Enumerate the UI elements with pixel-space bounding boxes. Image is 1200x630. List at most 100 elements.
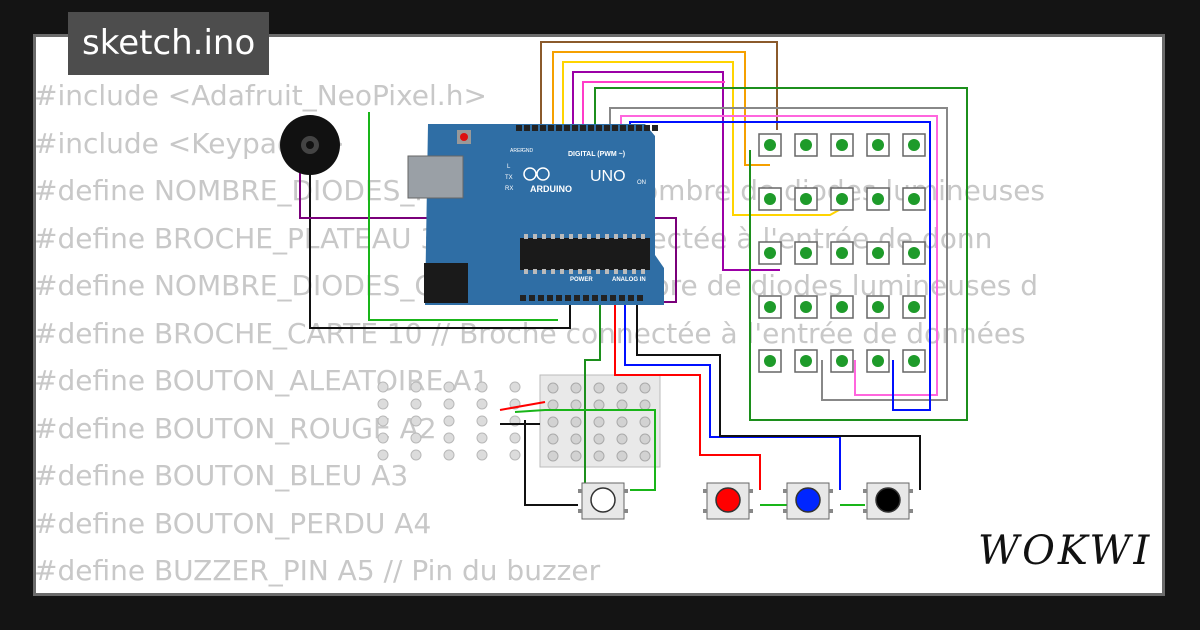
- digital-label: DIGITAL (PWM ~): [568, 151, 625, 158]
- chip-pin: [533, 269, 537, 274]
- reset-button-dot: [460, 133, 468, 141]
- keypad-key-dot: [908, 193, 920, 205]
- header-pin: [596, 125, 602, 131]
- wire: [624, 300, 841, 490]
- header-pin: [644, 125, 650, 131]
- chip-pin: [596, 234, 600, 239]
- led-pixel: [410, 415, 422, 427]
- wire: [368, 112, 558, 321]
- chip-pin: [542, 234, 546, 239]
- wire: [582, 81, 725, 130]
- led-pixel: [616, 450, 628, 462]
- keypad-key-dot: [908, 301, 920, 313]
- led-pixel: [547, 450, 559, 462]
- header-pin: [583, 295, 589, 301]
- keypad-key-dot: [908, 355, 920, 367]
- led-pixel: [476, 449, 488, 461]
- wire: [584, 300, 601, 500]
- header-pin: [610, 295, 616, 301]
- aref-label: AREF: [510, 148, 523, 154]
- button-leg: [749, 509, 753, 513]
- chip-pin: [641, 234, 645, 239]
- led-pixel: [639, 382, 651, 394]
- wire: [572, 71, 780, 271]
- led-pixel: [593, 450, 605, 462]
- led-pixel: [570, 450, 582, 462]
- keypad-key-dot: [836, 193, 848, 205]
- keypad-key-dot: [836, 355, 848, 367]
- header-pin: [628, 295, 634, 301]
- led-pixel: [616, 399, 628, 411]
- keypad-key-dot: [872, 247, 884, 259]
- header-pin: [628, 125, 634, 131]
- keypad-key-dot: [908, 247, 920, 259]
- button-leg: [909, 509, 913, 513]
- keypad-key-dot: [836, 139, 848, 151]
- header-pin: [580, 125, 586, 131]
- keypad-key-dot: [872, 355, 884, 367]
- code-line: #include <Adafruit_NeoPixel.h>: [34, 79, 487, 112]
- keypad-key-dot: [836, 301, 848, 313]
- code-line: #define BUZZER_PIN A5 // Pin du buzzer: [34, 554, 601, 587]
- header-pin: [620, 125, 626, 131]
- chip-pin: [551, 269, 555, 274]
- led-pixel: [639, 433, 651, 445]
- keypad-key-dot: [764, 193, 776, 205]
- led-pixel: [443, 449, 455, 461]
- chip-pin: [605, 269, 609, 274]
- led-pixel: [639, 450, 651, 462]
- white-button-cap: [590, 487, 616, 513]
- wire: [524, 420, 578, 506]
- keypad-key-dot: [764, 301, 776, 313]
- led-pixel: [570, 382, 582, 394]
- chip-pin: [578, 234, 582, 239]
- led-pixel: [443, 398, 455, 410]
- header-pin: [619, 295, 625, 301]
- button-leg: [783, 509, 787, 513]
- button-leg: [863, 509, 867, 513]
- code-line: #define BOUTON_PERDU A4: [34, 506, 432, 540]
- chip-pin: [542, 269, 546, 274]
- wire: [552, 51, 770, 166]
- header-pin: [529, 295, 535, 301]
- chip-pin: [632, 234, 636, 239]
- header-pin: [524, 125, 530, 131]
- led-pixel: [377, 415, 389, 427]
- header-pin: [547, 295, 553, 301]
- power-label: POWER: [570, 277, 593, 283]
- button-leg: [829, 489, 833, 493]
- chip: [520, 238, 650, 270]
- chip-pin: [623, 269, 627, 274]
- button-leg: [749, 489, 753, 493]
- keypad-key-dot: [800, 193, 812, 205]
- button-leg: [624, 489, 628, 493]
- button-leg: [909, 489, 913, 493]
- usb-connector: [407, 155, 464, 199]
- header-pin: [538, 295, 544, 301]
- chip-pin: [623, 234, 627, 239]
- led-pixel: [410, 449, 422, 461]
- wire: [299, 168, 677, 303]
- header-pin: [520, 295, 526, 301]
- chip-pin: [605, 234, 609, 239]
- led-pixel: [616, 433, 628, 445]
- keypad-key-dot: [800, 139, 812, 151]
- l-label: L: [507, 164, 511, 170]
- keypad-key-dot: [836, 247, 848, 259]
- led-pixel: [410, 381, 422, 393]
- led-pixel: [476, 381, 488, 393]
- led-pixel: [443, 415, 455, 427]
- led-pixel: [476, 398, 488, 410]
- led-pixel: [570, 399, 582, 411]
- header-pin: [548, 125, 554, 131]
- led-pixel: [377, 432, 389, 444]
- wire: [614, 300, 761, 490]
- header-pin: [516, 125, 522, 131]
- header-pin: [652, 125, 658, 131]
- led-pixel: [547, 399, 559, 411]
- led-pixel: [616, 416, 628, 428]
- led-pixel: [476, 415, 488, 427]
- led-pixel: [593, 399, 605, 411]
- led-pixel: [476, 432, 488, 444]
